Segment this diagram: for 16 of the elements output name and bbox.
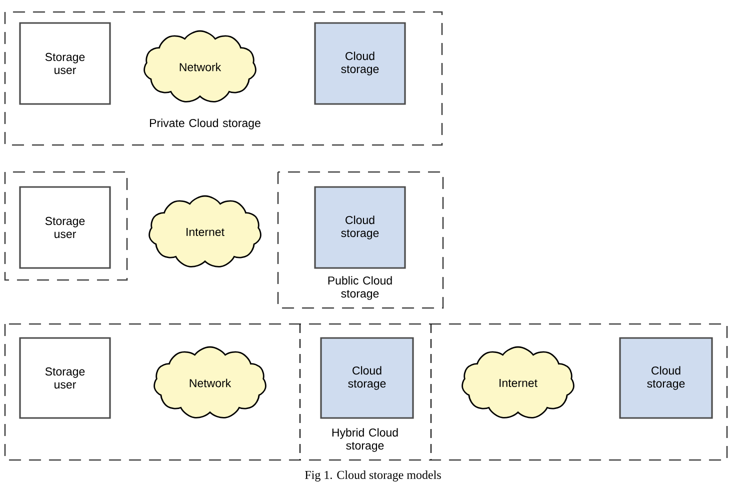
storage-box: Cloud storage <box>314 186 406 269</box>
user-box: Storage user <box>19 186 111 269</box>
group-label: Private Cloud storage <box>150 118 260 130</box>
dashed-frame <box>4 323 728 461</box>
group-label: Hybrid Cloud storage <box>332 428 398 452</box>
dashed-frame <box>277 171 444 309</box>
storage-box: Cloud storage <box>320 337 414 419</box>
caption: Fig 1. Cloud storage models <box>305 470 441 482</box>
dashed-frame <box>300 324 432 460</box>
dashed-frame <box>4 171 128 281</box>
group-label: Public Cloud storage <box>328 276 392 300</box>
storage-box: Cloud storage <box>314 22 406 105</box>
user-box: Storage user <box>19 22 111 105</box>
user-box: Storage user <box>19 337 111 419</box>
storage-box: Cloud storage <box>619 337 713 419</box>
dashed-frame <box>4 11 443 146</box>
